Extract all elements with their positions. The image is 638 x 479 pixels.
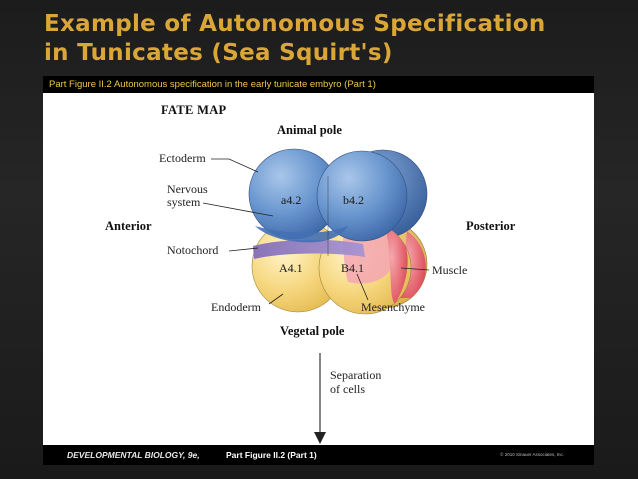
footer-part-label: Part Figure II.2 (Part 1) <box>226 450 317 460</box>
nervous-system-region <box>255 226 348 243</box>
ectoderm-label: Ectoderm <box>159 151 206 165</box>
nervous-label-line-2: system <box>167 195 201 209</box>
ectoderm-leader-line <box>211 158 259 173</box>
vegetal-pole-label: Vegetal pole <box>280 324 345 338</box>
anterior-label: Anterior <box>105 219 152 233</box>
notochord-leader-line <box>228 247 259 252</box>
mesenchyme-label: Mesenchyme <box>361 300 425 314</box>
cell-b42 <box>316 150 408 242</box>
fate-map-diagram: FATE MAP Animal pole a4.2 b4.2 A4.1 B4.1 <box>105 103 516 444</box>
footer-book-title: DEVELOPMENTAL BIOLOGY, 9e, <box>67 450 200 460</box>
muscle-label: Muscle <box>432 263 467 277</box>
separation-arrow-head <box>314 432 326 444</box>
cell-B41-label: B4.1 <box>341 261 364 275</box>
notochord-label: Notochord <box>167 243 218 257</box>
endoderm-label: Endoderm <box>211 300 262 314</box>
footer-copyright: © 2010 Sinauer Associates, Inc. <box>500 452 564 457</box>
figure-panel: Part Figure II.2 Autonomous specificatio… <box>43 76 594 465</box>
figure-footer-bar: DEVELOPMENTAL BIOLOGY, 9e, Part Figure I… <box>43 445 594 465</box>
muscle-leader-line <box>400 267 430 271</box>
notochord-region <box>253 239 365 259</box>
slide-title-line-2: in Tunicates (Sea Squirt's) <box>44 40 393 66</box>
figure-caption: Part Figure II.2 Autonomous specificatio… <box>49 79 376 90</box>
slide-title-line-1: Example of Autonomous Specification <box>44 11 546 37</box>
fate-map-heading: FATE MAP <box>161 103 227 117</box>
nervous-label-line-1: Nervous <box>167 182 208 196</box>
mesenchyme-leader-line <box>356 273 369 301</box>
posterior-label: Posterior <box>466 219 516 233</box>
animal-pole-label: Animal pole <box>277 123 342 137</box>
muscle-region <box>385 226 408 304</box>
cell-A41-label: A4.1 <box>279 261 303 275</box>
nervous-leader-line <box>202 202 274 217</box>
cell-a42-label: a4.2 <box>281 193 301 207</box>
separation-label-line-1: Separation <box>330 368 381 382</box>
slide-title: Example of Autonomous Specification in T… <box>44 10 624 68</box>
endoderm-leader-line <box>268 293 284 305</box>
cell-b42-label: b4.2 <box>343 193 364 207</box>
separation-label-line-2: of cells <box>330 382 365 396</box>
figure-caption-bar: Part Figure II.2 Autonomous specificatio… <box>43 76 594 93</box>
